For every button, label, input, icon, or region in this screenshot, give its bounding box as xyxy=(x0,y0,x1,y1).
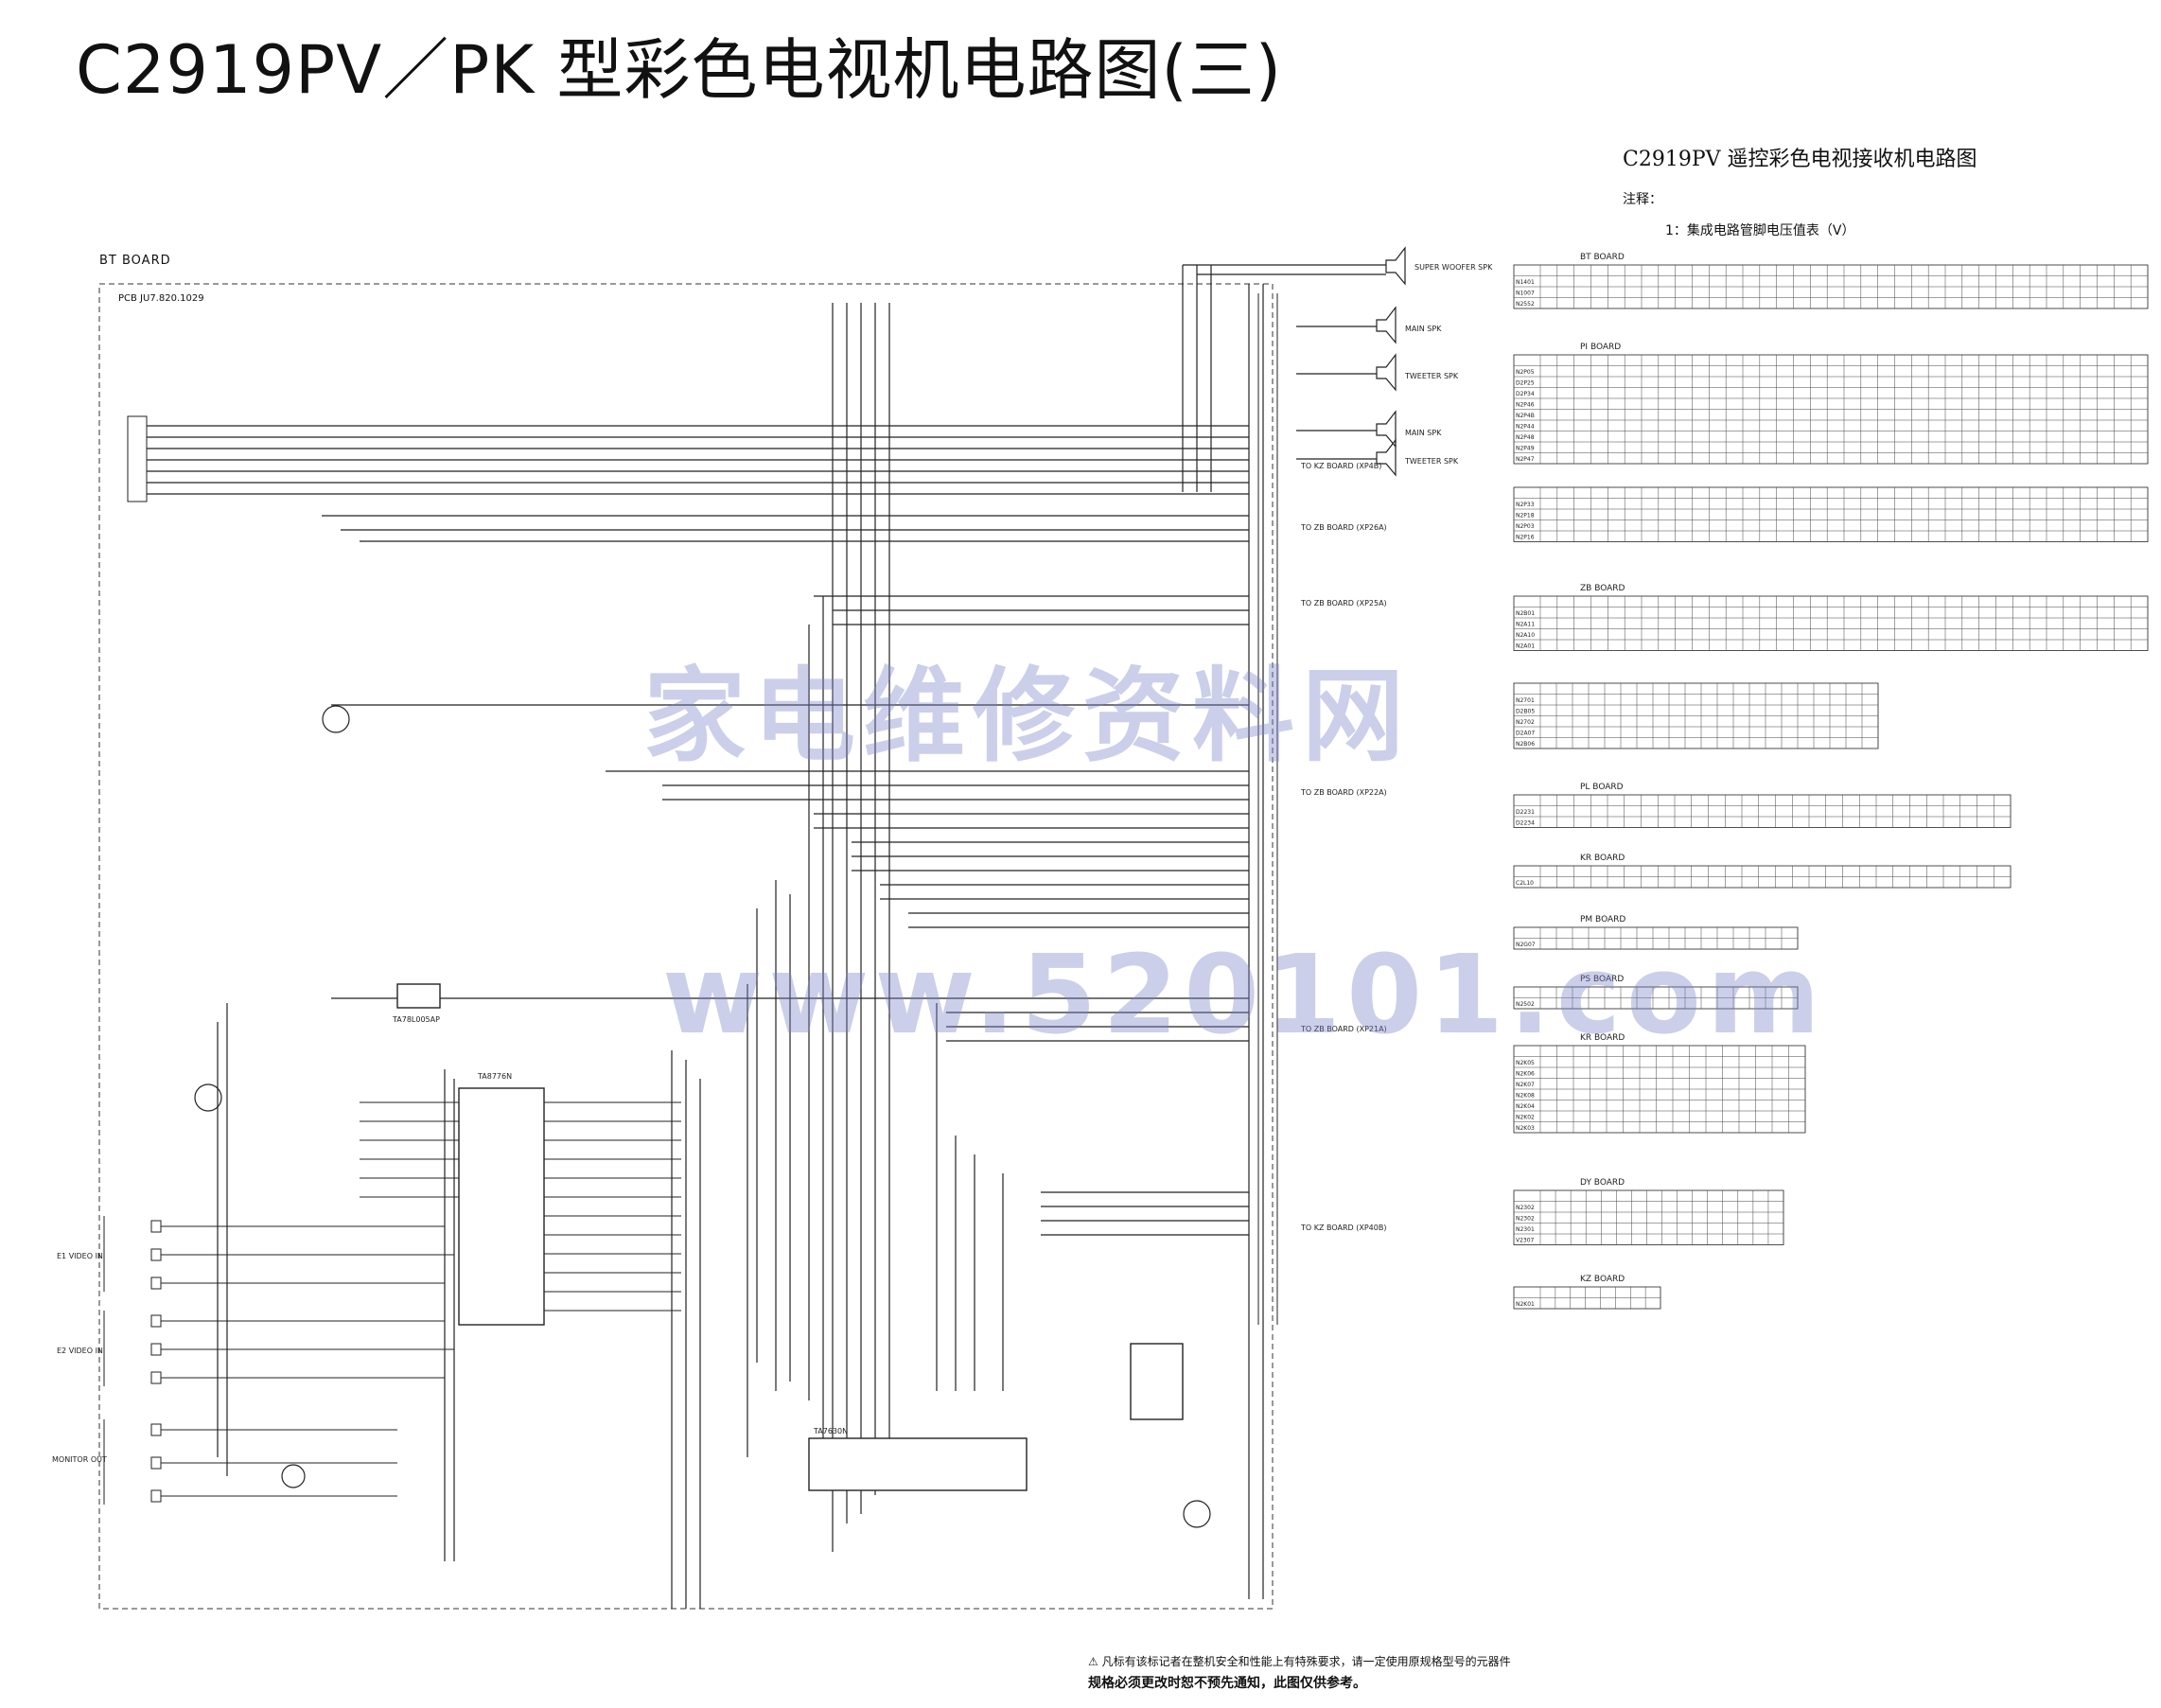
io-label: E1 VIDEO IN xyxy=(57,1252,103,1260)
board-table-frame xyxy=(1513,1189,1784,1245)
board-table-row-label: N2301 xyxy=(1516,1226,1535,1233)
board-table-row-label: N2K07 xyxy=(1516,1082,1535,1088)
board-table-row-label: N2K03 xyxy=(1516,1125,1535,1132)
connector-label: TO KZ BOARD (XP4B) xyxy=(1300,462,1381,470)
speaker-label: MAIN SPK xyxy=(1405,429,1442,437)
board-table-row-label: N2P47 xyxy=(1516,456,1535,463)
connector-label: TO ZB BOARD (XP26A) xyxy=(1300,523,1387,532)
bus-lines xyxy=(147,425,1249,1236)
vertical-lines xyxy=(217,265,1264,1609)
input-components xyxy=(103,1216,454,1505)
board-table-frame xyxy=(1513,794,2012,828)
board-table-row-label: N2B06 xyxy=(1516,741,1535,748)
note-label: 注释： xyxy=(1623,192,1662,207)
board-table-title: BT BOARD xyxy=(1580,253,1625,262)
ic-label: TA8776N xyxy=(477,1072,512,1081)
board-table-row-label: D2234 xyxy=(1516,820,1535,827)
speaker-label: TWEETER SPK xyxy=(1404,372,1459,380)
board-table-title: KR BOARD xyxy=(1580,854,1625,863)
speaker-label: SUPER WOOFER SPK xyxy=(1414,263,1493,272)
board-table-row-label: N2P49 xyxy=(1516,446,1535,452)
board-table-title: DY BOARD xyxy=(1580,1178,1625,1188)
board-table-row-label: N2A10 xyxy=(1516,632,1535,639)
board-table-row-label: N2P18 xyxy=(1516,513,1535,519)
board-table-title: KR BOARD xyxy=(1580,1033,1625,1043)
board-table-row-label: N2701 xyxy=(1516,697,1535,704)
board-table-row-label: N2B01 xyxy=(1516,610,1535,617)
board-table-row-label: D2P25 xyxy=(1516,380,1535,387)
board-table-row-label: N2P46 xyxy=(1516,402,1535,409)
board-table-row-label: N2P33 xyxy=(1516,502,1535,508)
board-table-row-label: N2G07 xyxy=(1516,942,1536,948)
ic-blocks xyxy=(396,983,1184,1491)
io-label: E2 VIDEO IN xyxy=(57,1347,103,1355)
page-title: C2919PV／PK 型彩色电视机电路图(三) xyxy=(76,31,1283,109)
board-table-row-label: N2P48 xyxy=(1516,434,1535,441)
board-table-title: ZB BOARD xyxy=(1580,584,1625,593)
connector-label: TO ZB BOARD (XP21A) xyxy=(1300,1025,1387,1033)
footer-note: 规格必须更改时恕不预先通知，此图仅供参考。 xyxy=(1088,1676,1366,1691)
board-table-row-label: N2502 xyxy=(1516,1001,1535,1008)
board-table-title: PS BOARD xyxy=(1580,975,1624,984)
board-label: BT BOARD xyxy=(99,254,171,268)
board-table-row-label: D2P34 xyxy=(1516,391,1535,397)
board-table-row-label: N2P05 xyxy=(1516,369,1535,376)
board-table-row-label: N2552 xyxy=(1516,301,1535,308)
board-table-row-label: N2K02 xyxy=(1516,1115,1535,1121)
connector-label: TO KZ BOARD (XP40B) xyxy=(1300,1224,1386,1232)
board-table-frame xyxy=(1513,595,2149,651)
speaker-label: MAIN SPK xyxy=(1405,325,1442,333)
board-table-title: PM BOARD xyxy=(1580,915,1625,924)
connector-xp403 xyxy=(127,415,148,502)
board-table-row-label: N1007 xyxy=(1516,291,1535,297)
ic-label: TA78L005AP xyxy=(392,1015,440,1024)
connector-pins xyxy=(1257,293,1278,1325)
board-table-row-label: N2A11 xyxy=(1516,622,1535,628)
board-table-row-label: N2302 xyxy=(1516,1205,1535,1211)
board-table-row-label: N2K04 xyxy=(1516,1103,1535,1110)
board-table-row-label: N2K08 xyxy=(1516,1093,1535,1100)
board-table-row-label: D2231 xyxy=(1516,809,1535,816)
connector-label: TO ZB BOARD (XP22A) xyxy=(1300,788,1387,797)
connector-label: TO ZB BOARD (XP25A) xyxy=(1300,599,1387,607)
panel-subtitle: C2919PV 遥控彩色电视接收机电路图 xyxy=(1623,148,1977,171)
board-table-row-label: N2P16 xyxy=(1516,535,1535,541)
footer-warning: ⚠ 凡标有该标记者在整机安全和性能上有特殊要求，请一定使用原规格型号的元器件 xyxy=(1088,1655,1511,1668)
board-table-title: PI BOARD xyxy=(1580,343,1621,352)
connector-label-group: TO KZ BOARD (XP4B) TO ZB BOARD (XP26A) T… xyxy=(52,263,1493,1464)
table-caption: 1：集成电路管脚电压值表（V） xyxy=(1665,223,1855,238)
board-table-row-label: N2A01 xyxy=(1516,643,1535,650)
board-table-row-label: N2K06 xyxy=(1516,1071,1535,1078)
board-table-row-label: N2K05 xyxy=(1516,1060,1535,1066)
board-table-row-label: N2K01 xyxy=(1516,1301,1535,1308)
speakers xyxy=(1183,246,1406,477)
board-table-row-label: D2A07 xyxy=(1516,731,1535,737)
board-table-row-label: N2P44 xyxy=(1516,424,1535,431)
pcb-label: PCB JU7.820.1029 xyxy=(118,293,204,304)
board-table-row-label: N2702 xyxy=(1516,719,1535,726)
speaker-label: TWEETER SPK xyxy=(1404,457,1459,466)
board-table-row-label: C2L10 xyxy=(1516,880,1534,887)
board-table-title: PL BOARD xyxy=(1580,783,1624,792)
board-table-row-label: N2P4B xyxy=(1516,413,1535,419)
board-table-row-label: N2P03 xyxy=(1516,523,1535,530)
io-label: MONITOR OUT xyxy=(52,1455,107,1464)
board-table-row-label: D2B05 xyxy=(1516,709,1535,715)
board-table-row-label: N2302 xyxy=(1516,1216,1535,1223)
board-table-frame xyxy=(1513,486,2149,542)
ic1-components xyxy=(360,1101,681,1312)
transistors xyxy=(194,705,1211,1528)
board-table-title: KZ BOARD xyxy=(1580,1275,1625,1284)
ic-label: TA7630N xyxy=(813,1427,848,1435)
board-table-row-label: V2307 xyxy=(1516,1238,1535,1244)
board-table-row-label: N1401 xyxy=(1516,279,1535,286)
